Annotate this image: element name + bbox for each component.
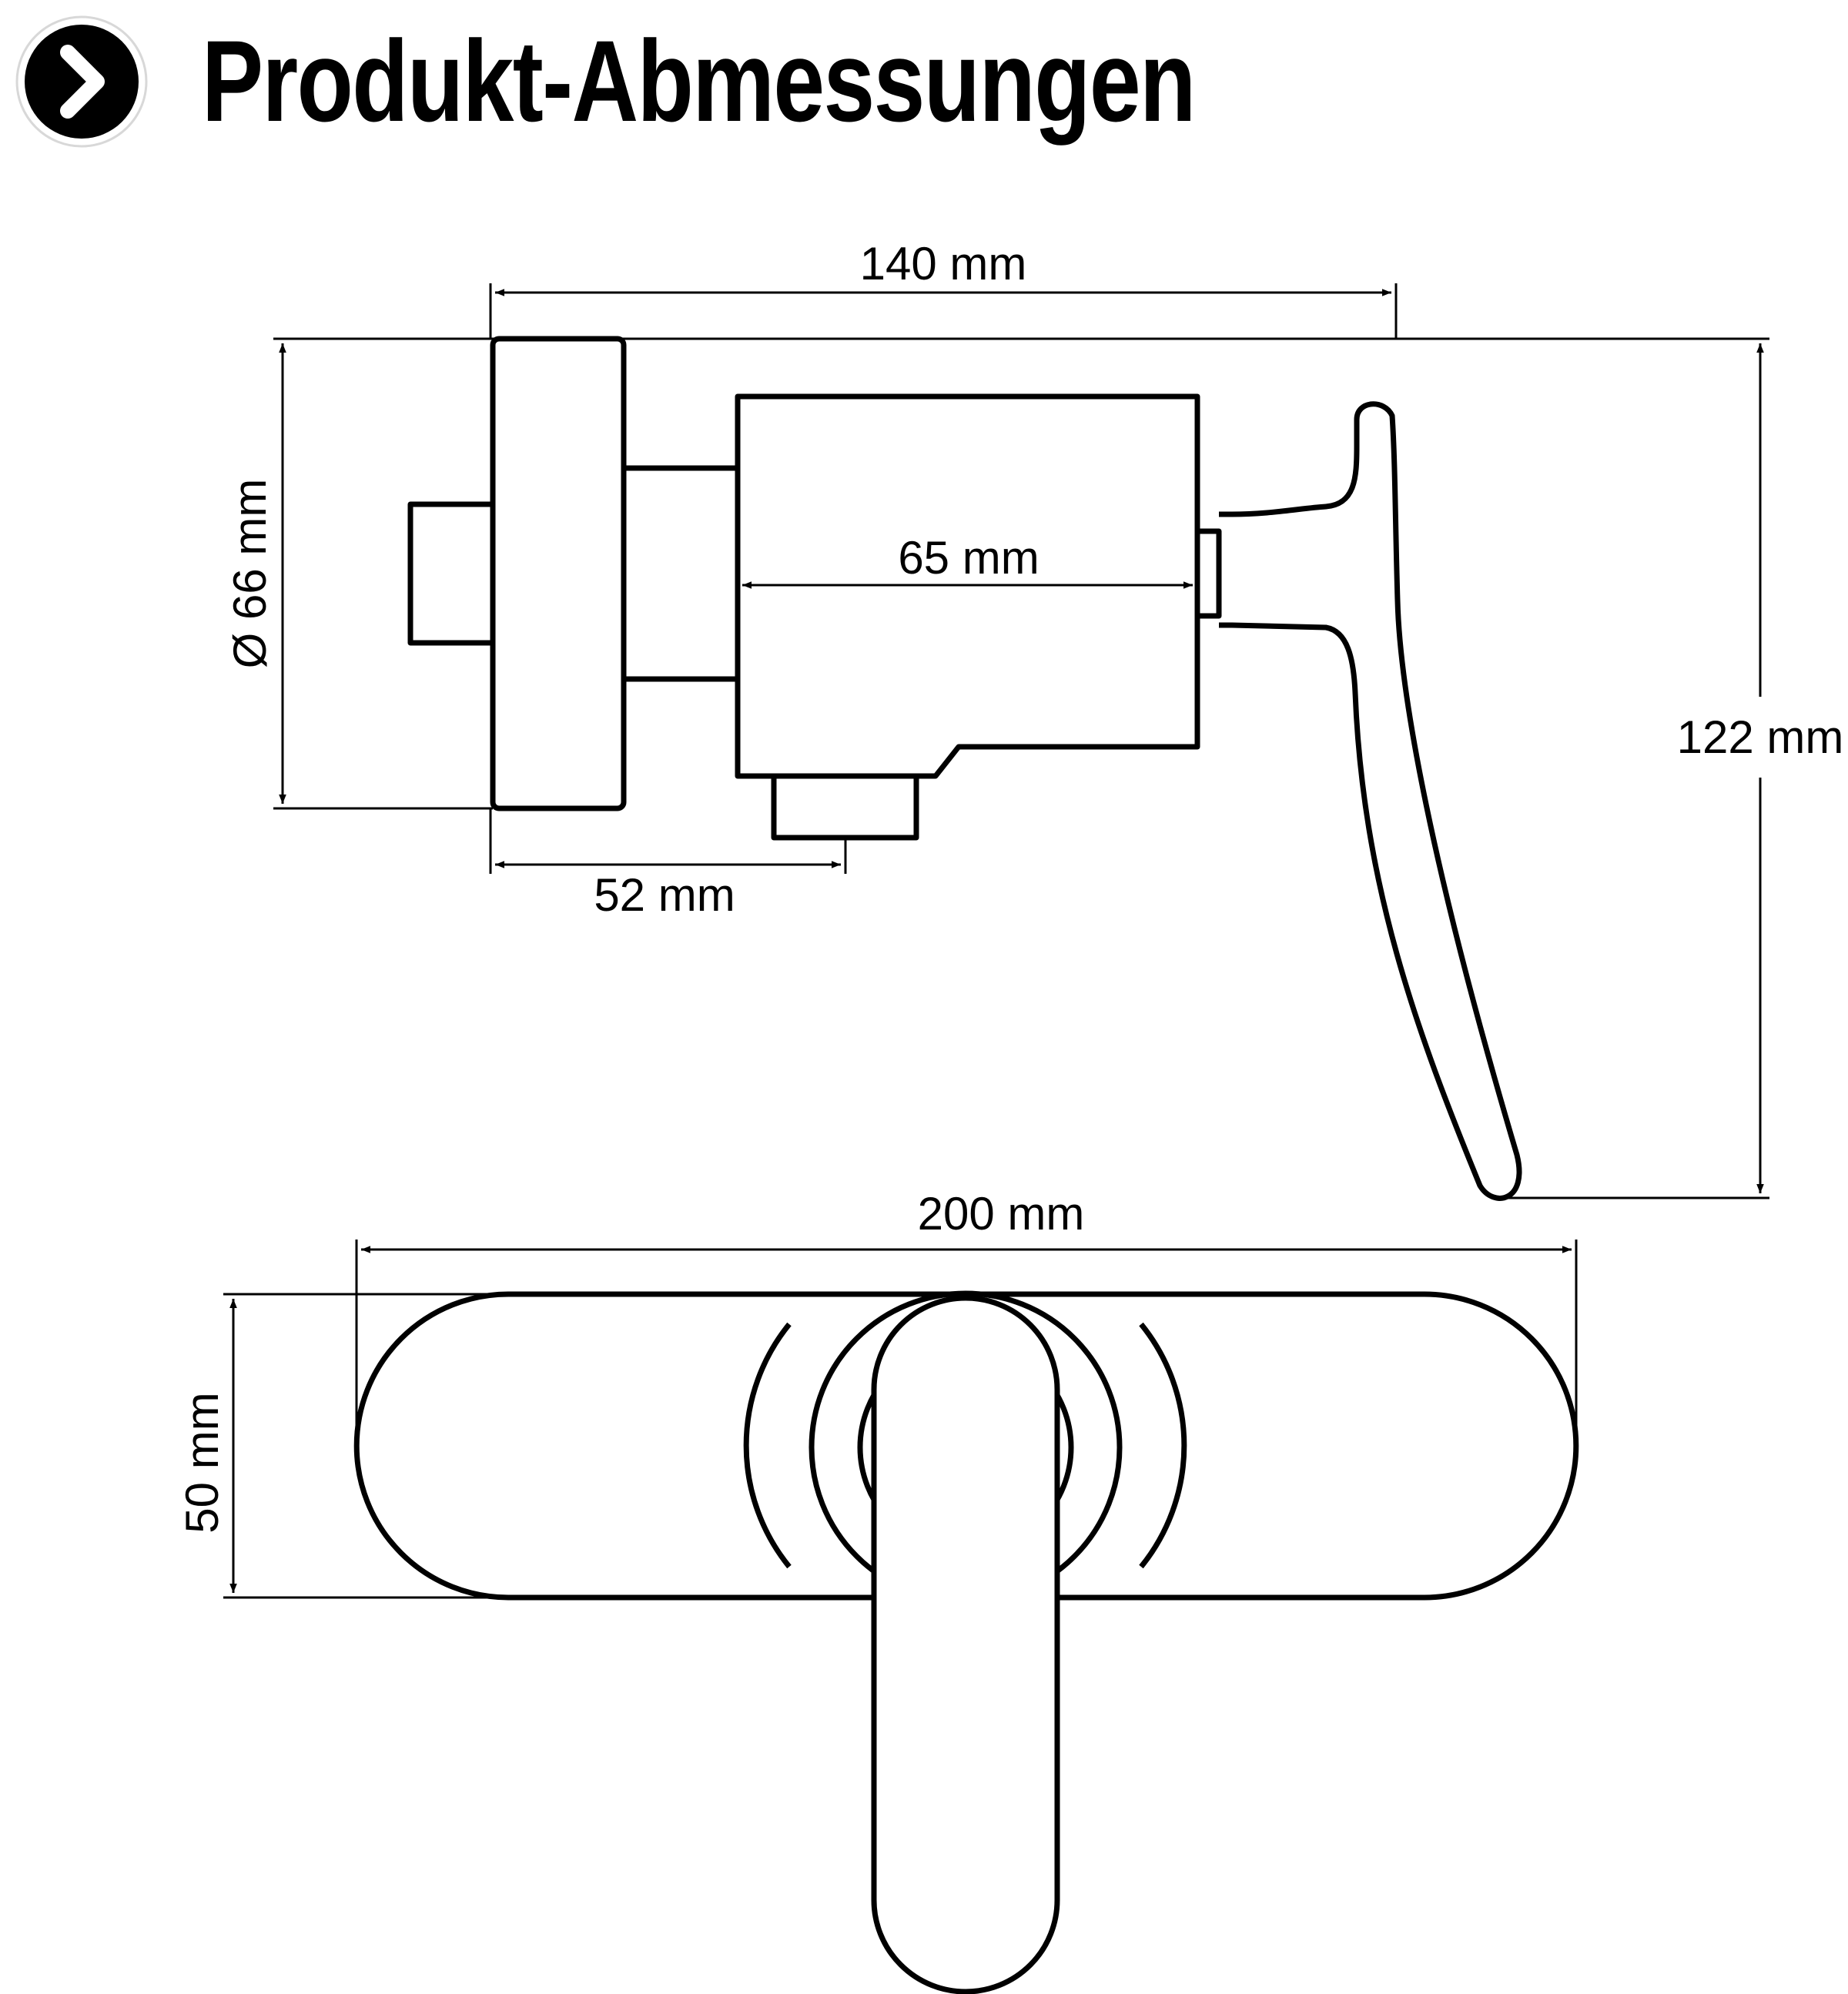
cartridge-connector [1194,528,1222,619]
dim-label-plate-width: 200 mm [918,1188,1085,1240]
side-view-dimensions [273,283,1769,1199]
dim-label-rosette-diameter: Ø 66 mm [224,479,276,669]
dim-label-outlet-offset: 52 mm [594,869,735,921]
page-title: Produkt-Abmessungen [202,16,1196,146]
dim-label-overall-depth: 140 mm [860,238,1027,289]
right-arc [1139,1322,1187,1569]
dim-label-lever-height: 122 mm [1677,711,1844,763]
cover-plate [353,1291,1579,1601]
connection-stub [407,501,496,646]
lever-handle [1219,401,1522,1201]
front-view-dimensions [223,1240,1578,1599]
left-arc [743,1322,792,1569]
mixer-body [735,393,1200,779]
side-view [407,336,1522,1201]
dim-label-plate-height: 50 mm [176,1392,228,1533]
wall-rosette [490,336,627,811]
chevron-right-icon [15,15,148,148]
page-header: Produkt-Abmessungen [0,0,1848,154]
dim-label-body-length: 65 mm [898,532,1039,584]
outlet-nozzle [771,773,919,841]
